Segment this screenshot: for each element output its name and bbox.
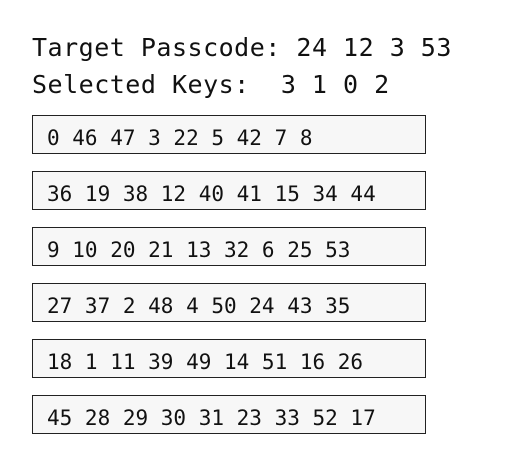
target-passcode-value: 24 12 3 53 bbox=[296, 33, 452, 62]
key-row-5-text: 45 28 29 30 31 23 33 52 17 bbox=[47, 406, 376, 430]
key-row-1[interactable]: 36 19 38 12 40 41 15 34 44 bbox=[32, 171, 426, 210]
key-row-2[interactable]: 9 10 20 21 13 32 6 25 53 bbox=[32, 227, 426, 266]
key-row-3[interactable]: 27 37 2 48 4 50 24 43 35 bbox=[32, 283, 426, 322]
target-passcode-label: Target Passcode: bbox=[32, 33, 281, 62]
key-row-5[interactable]: 45 28 29 30 31 23 33 52 17 bbox=[32, 395, 426, 434]
key-row-0[interactable]: 0 46 47 3 22 5 42 7 8 bbox=[32, 115, 426, 154]
key-row-0-text: 0 46 47 3 22 5 42 7 8 bbox=[47, 126, 313, 150]
selected-keys-label: Selected Keys: bbox=[32, 70, 250, 99]
key-row-3-text: 27 37 2 48 4 50 24 43 35 bbox=[47, 294, 351, 318]
key-row-4[interactable]: 18 1 11 39 49 14 51 16 26 bbox=[32, 339, 426, 378]
key-row-4-text: 18 1 11 39 49 14 51 16 26 bbox=[47, 350, 364, 374]
key-row-1-text: 36 19 38 12 40 41 15 34 44 bbox=[47, 182, 376, 206]
target-passcode-line: Target Passcode: 24 12 3 53 bbox=[32, 33, 452, 63]
selected-keys-line: Selected Keys: 3 1 0 2 bbox=[32, 70, 390, 100]
selected-keys-value: 3 1 0 2 bbox=[280, 70, 390, 99]
key-row-2-text: 9 10 20 21 13 32 6 25 53 bbox=[47, 238, 351, 262]
